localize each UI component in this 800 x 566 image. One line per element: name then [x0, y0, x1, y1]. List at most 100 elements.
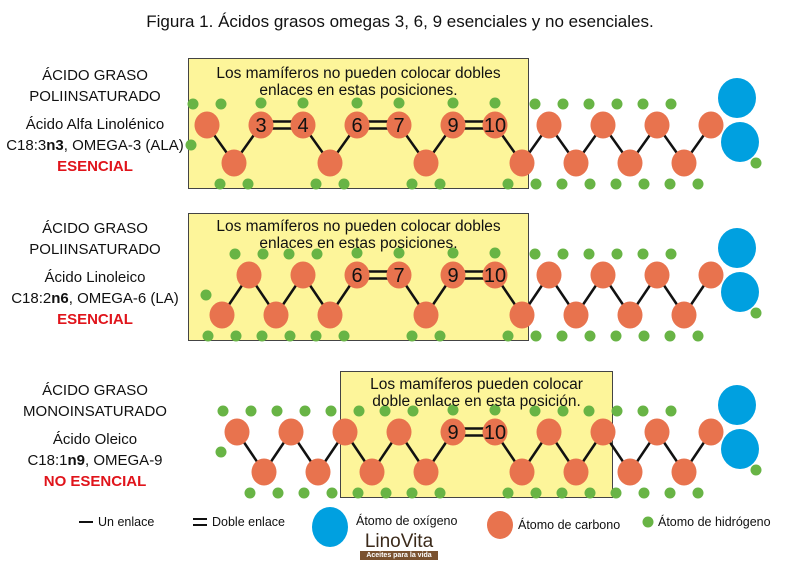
- hydrogen-atom: [583, 405, 595, 417]
- hydrogen-atom: [665, 405, 677, 417]
- hydrogen-atom: [447, 247, 459, 259]
- hydrogen-atom: [245, 405, 257, 417]
- single-bond-icon: [79, 521, 93, 523]
- hydrogen-atom: [257, 248, 269, 260]
- carbon-atom: [386, 261, 412, 289]
- hydrogen-atom: [187, 98, 199, 110]
- hydrogen-atom: [434, 487, 446, 499]
- hydrogen-atom: [255, 97, 267, 109]
- fatty-acid-label-1: ÁCIDO GRASO POLIINSATURADO Ácido Alfa Li…: [0, 65, 190, 177]
- hydrogen-atom: [297, 97, 309, 109]
- acid-name: Ácido Alfa Linolénico: [25, 116, 165, 133]
- carbon-atom: [440, 261, 466, 289]
- hydrogen-atom-icon: [642, 516, 654, 528]
- carbon-number: 10: [484, 115, 506, 137]
- oxygen-atom: [718, 228, 756, 268]
- carbon-atom: [359, 458, 385, 486]
- carbon-atom: [644, 261, 670, 289]
- formula-pre: C18:2: [11, 290, 52, 307]
- carbon-atom: [563, 458, 589, 486]
- hydrogen-atom: [750, 157, 762, 169]
- hydrogen-atom: [637, 248, 649, 260]
- carbon-number: 7: [393, 265, 404, 287]
- carbon-atom: [536, 261, 562, 289]
- hydrogen-atom: [230, 330, 242, 342]
- hydrogen-atom: [380, 487, 392, 499]
- carbon-atom: [278, 418, 304, 446]
- acid-name: Ácido Linoleico: [44, 269, 146, 286]
- hydrogen-atom: [610, 330, 622, 342]
- formula-pre: C18:1: [27, 452, 68, 469]
- carbon-atom: [644, 418, 670, 446]
- hydrogen-atom: [665, 98, 677, 110]
- hydrogen-atom: [447, 97, 459, 109]
- hydrogen-atom: [611, 248, 623, 260]
- hydrogen-atom: [202, 330, 214, 342]
- carbon-number: 6: [351, 265, 362, 287]
- type-line: ÁCIDO GRASO: [42, 67, 148, 84]
- hydrogen-atom: [434, 330, 446, 342]
- hydrogen-atom: [557, 248, 569, 260]
- type-line: MONOINSATURADO: [23, 403, 167, 420]
- hydrogen-atom: [352, 487, 364, 499]
- hydrogen-atom: [530, 330, 542, 342]
- carbon-number: 6: [351, 115, 362, 137]
- hydrogen-atom: [529, 405, 541, 417]
- carbon-atom: [317, 149, 343, 177]
- double-bond-icon: [193, 518, 207, 526]
- hydrogen-atom: [310, 178, 322, 190]
- carbon-atom: [440, 418, 466, 446]
- acid-name: Ácido Oleico: [52, 431, 138, 448]
- hydrogen-atom: [502, 330, 514, 342]
- hydrogen-atom: [637, 405, 649, 417]
- oxygen-atom: [721, 429, 759, 469]
- hydrogen-atom: [215, 98, 227, 110]
- hydrogen-atom: [583, 98, 595, 110]
- hydrogen-atom: [284, 330, 296, 342]
- carbon-atom: [509, 301, 535, 329]
- legend-double-bond: Doble enlace: [192, 515, 285, 529]
- carbon-atom: [290, 261, 316, 289]
- hydrogen-atom: [406, 330, 418, 342]
- hydrogen-atom: [529, 248, 541, 260]
- hydrogen-atom: [584, 330, 596, 342]
- hydrogen-atom: [229, 248, 241, 260]
- legend-label: Átomo de oxígeno: [356, 514, 458, 528]
- carbon-atom: [332, 418, 358, 446]
- hydrogen-atom: [638, 178, 650, 190]
- carbon-atom: [221, 149, 247, 177]
- carbon-atom: [386, 418, 412, 446]
- carbon-atom: [698, 111, 724, 139]
- hydrogen-atom: [692, 178, 704, 190]
- hydrogen-atom: [665, 248, 677, 260]
- carbon-atom: [413, 458, 439, 486]
- carbon-atom: [590, 111, 616, 139]
- hydrogen-atom: [557, 98, 569, 110]
- hydrogen-atom: [638, 330, 650, 342]
- hydrogen-atom: [610, 487, 622, 499]
- hydrogen-atom: [271, 405, 283, 417]
- hydrogen-atom: [611, 98, 623, 110]
- carbon-atom: [194, 111, 220, 139]
- hydrogen-atom: [556, 487, 568, 499]
- omega-position: n6: [51, 290, 69, 307]
- carbon-atom: [440, 111, 466, 139]
- fatty-acid-label-2: ÁCIDO GRASO POLIINSATURADO Ácido Linolei…: [0, 218, 190, 330]
- legend-label: Un enlace: [98, 515, 155, 529]
- fatty-acid-label-3: ÁCIDO GRASO MONOINSATURADO Ácido Oleico …: [0, 380, 190, 492]
- carbon-number: 10: [484, 265, 506, 287]
- hydrogen-atom: [434, 178, 446, 190]
- carbon-atom: [290, 111, 316, 139]
- hydrogen-atom: [489, 97, 501, 109]
- hydrogen-atom: [215, 446, 227, 458]
- hydrogen-atom: [217, 405, 229, 417]
- hydrogen-atom: [664, 487, 676, 499]
- hydrogen-atom: [750, 307, 762, 319]
- oxygen-atom: [718, 385, 756, 425]
- hydrogen-atom: [298, 487, 310, 499]
- carbon-atom: [248, 111, 274, 139]
- carbon-atom: [482, 261, 508, 289]
- legend-oxygen: Átomo de oxígeno: [310, 506, 457, 548]
